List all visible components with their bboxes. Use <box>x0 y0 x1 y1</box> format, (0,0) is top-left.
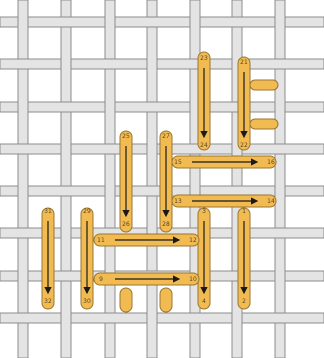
stitch-s11-12: 11 12 <box>94 234 199 246</box>
stitch-s27-28: 27 28 <box>160 131 172 232</box>
stitch-end-label: 10 <box>189 276 197 283</box>
canvas-thread-crossing <box>18 16 28 28</box>
stitch-s1-2: 12 <box>238 208 250 309</box>
canvas-thread-crossing <box>147 312 157 324</box>
stitch-end-label: 4 <box>202 298 206 305</box>
canvas-thread-crossing <box>105 16 115 28</box>
canvas-thread-crossing <box>275 185 285 197</box>
canvas-thread-vertical <box>18 0 28 358</box>
stitch-end-label: 32 <box>44 298 52 305</box>
stitch-s23-24: 23 24 <box>198 52 210 150</box>
stitch-start-label: 9 <box>99 276 103 283</box>
canvas-thread-crossing <box>61 312 71 324</box>
canvas-thread-crossing <box>190 16 200 28</box>
thread-tail-horizontal <box>250 80 278 90</box>
stitch-start-label: 31 <box>44 208 52 215</box>
stitch-start-label: 3 <box>202 208 206 215</box>
stitch-start-label: 23 <box>200 55 208 62</box>
canvas-thread-vertical <box>61 0 71 358</box>
stitch-start-label: 29 <box>83 208 91 215</box>
canvas-thread-vertical <box>147 0 157 358</box>
stitch-end-label: 22 <box>240 142 248 149</box>
stitch-end-label: 14 <box>267 198 275 205</box>
canvas-thread-crossing <box>275 101 285 113</box>
canvas-thread-crossing <box>61 143 71 155</box>
stitch-end-label: 2 <box>242 298 246 305</box>
stitch-start-label: 1 <box>242 208 246 215</box>
stitch-start-label: 27 <box>162 133 170 140</box>
stitch-start-label: 25 <box>122 133 130 140</box>
stitch-s3-4: 34 <box>198 208 210 309</box>
stitch-end-label: 24 <box>200 142 208 149</box>
canvas-thread-vertical <box>275 0 285 358</box>
stitch-end-label: 28 <box>162 221 170 228</box>
canvas-thread-crossing <box>18 185 28 197</box>
stitch-start-label: 15 <box>174 159 182 166</box>
stitch-start-label: 21 <box>240 59 248 66</box>
stitch-s9-10: 9 10 <box>94 273 199 285</box>
canvas-thread-horizontal <box>0 313 324 323</box>
canvas-thread-crossing <box>232 312 242 324</box>
stitch-end-label: 26 <box>122 221 130 228</box>
canvas-thread-crossing <box>147 58 157 70</box>
canvas-thread-horizontal <box>0 59 324 69</box>
canvas-thread-crossing <box>18 101 28 113</box>
canvas-thread-crossing <box>61 58 71 70</box>
stitch-s29-30: 29 30 <box>81 208 93 309</box>
canvas-thread-crossing <box>105 101 115 113</box>
canvas-thread-crossing <box>275 270 285 282</box>
stitch-s13-14: 13 14 <box>172 195 276 207</box>
canvas-thread-vertical <box>105 0 115 358</box>
canvas-thread-crossing <box>275 16 285 28</box>
thread-tail-horizontal <box>250 119 278 129</box>
stitch-start-label: 11 <box>97 237 105 244</box>
stitch-start-label: 13 <box>174 198 182 205</box>
canvas-thread-crossing <box>18 270 28 282</box>
stitch-s25-26: 25 26 <box>120 131 132 232</box>
stitch-s21-22: 21 22 <box>238 57 250 150</box>
thread-tail-vertical <box>160 288 172 312</box>
canvas-thread-crossing <box>105 185 115 197</box>
canvas-thread-crossing <box>61 227 71 239</box>
stitch-end-label: 16 <box>267 159 275 166</box>
stitch-end-label: 30 <box>83 298 91 305</box>
stitch-end-label: 12 <box>189 237 197 244</box>
canvas-thread-crossing <box>147 143 157 155</box>
stitch-s31-32: 31 32 <box>42 208 54 309</box>
thread-tail-vertical <box>120 288 132 312</box>
